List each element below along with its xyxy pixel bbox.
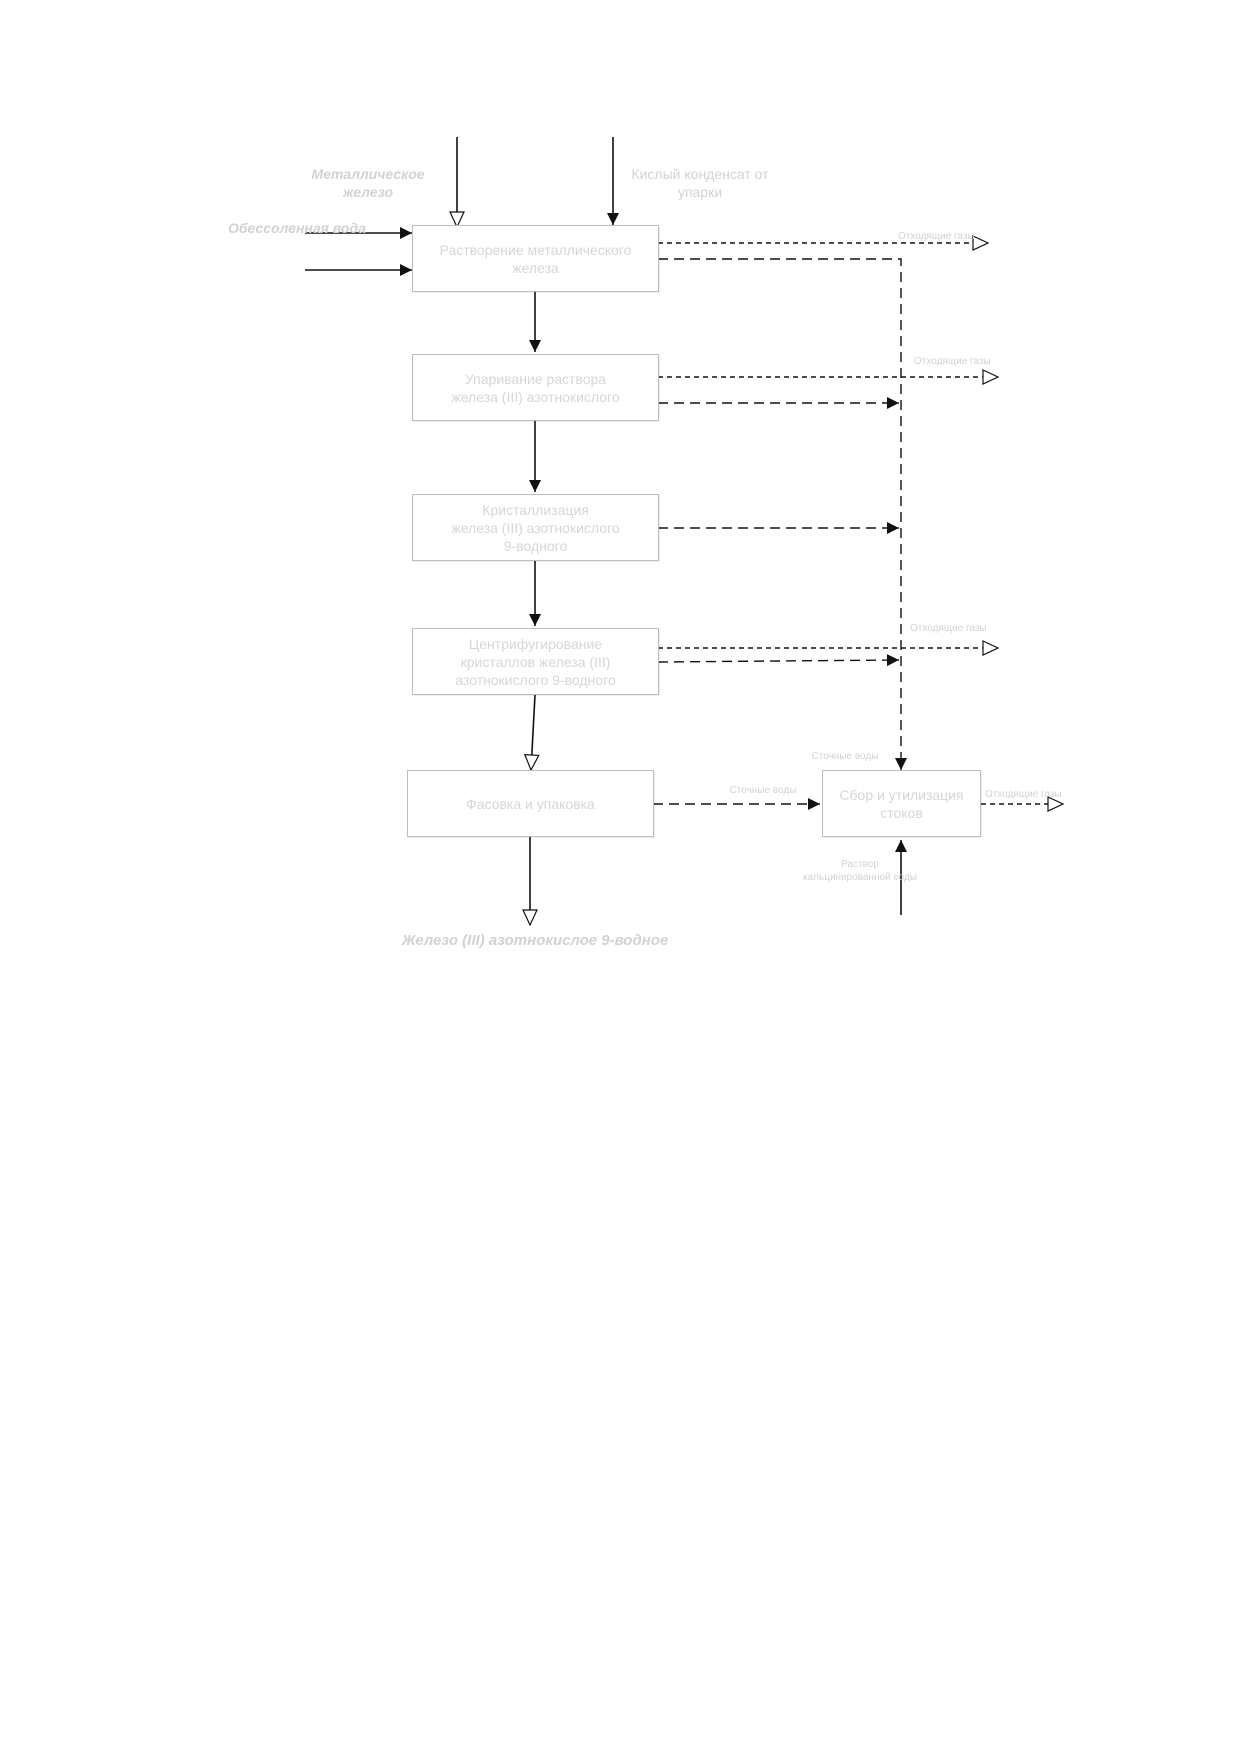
- step-packaging: Фасовка и упаковка: [407, 770, 654, 837]
- label-off-gases-2: Отходящие газы: [914, 356, 991, 367]
- label-wastewater-1: Сточные воды: [811, 751, 879, 762]
- label-acid-condensate: Кислый конденсат от упарки: [631, 166, 769, 200]
- step-evaporation: Упаривание раствора железа (III) азотнок…: [412, 354, 659, 421]
- step-crystallization: Кристаллизация железа (III) азотнокислог…: [412, 494, 659, 561]
- wastewater-trunk: [658, 258, 907, 770]
- step-dissolution: Растворение металлического железа: [412, 225, 659, 292]
- label-demineralized-water: Обессоленная вода: [228, 220, 366, 236]
- step-centrifugation: Центрифугирование кристаллов железа (III…: [412, 628, 659, 695]
- wastewater-centrifugation: [657, 654, 900, 667]
- step-wastewater-treatment: Сбор и утилизация стоков: [822, 770, 981, 837]
- label-off-gases-1: Отходящие газы: [898, 231, 975, 242]
- label-soda-solution: Раствор кальцинированной соды: [803, 859, 917, 883]
- centrifugation-to-packaging: [523, 694, 540, 772]
- label-metallic-iron: Металлическое железо: [311, 166, 425, 200]
- label-final-product: Железо (III) азотнокислое 9-водное: [401, 932, 669, 949]
- label-off-gases-3: Отходящие газы: [910, 623, 987, 634]
- label-wastewater-2: Сточные воды: [729, 785, 797, 796]
- label-off-gases-4: Отходящие газы: [985, 789, 1062, 800]
